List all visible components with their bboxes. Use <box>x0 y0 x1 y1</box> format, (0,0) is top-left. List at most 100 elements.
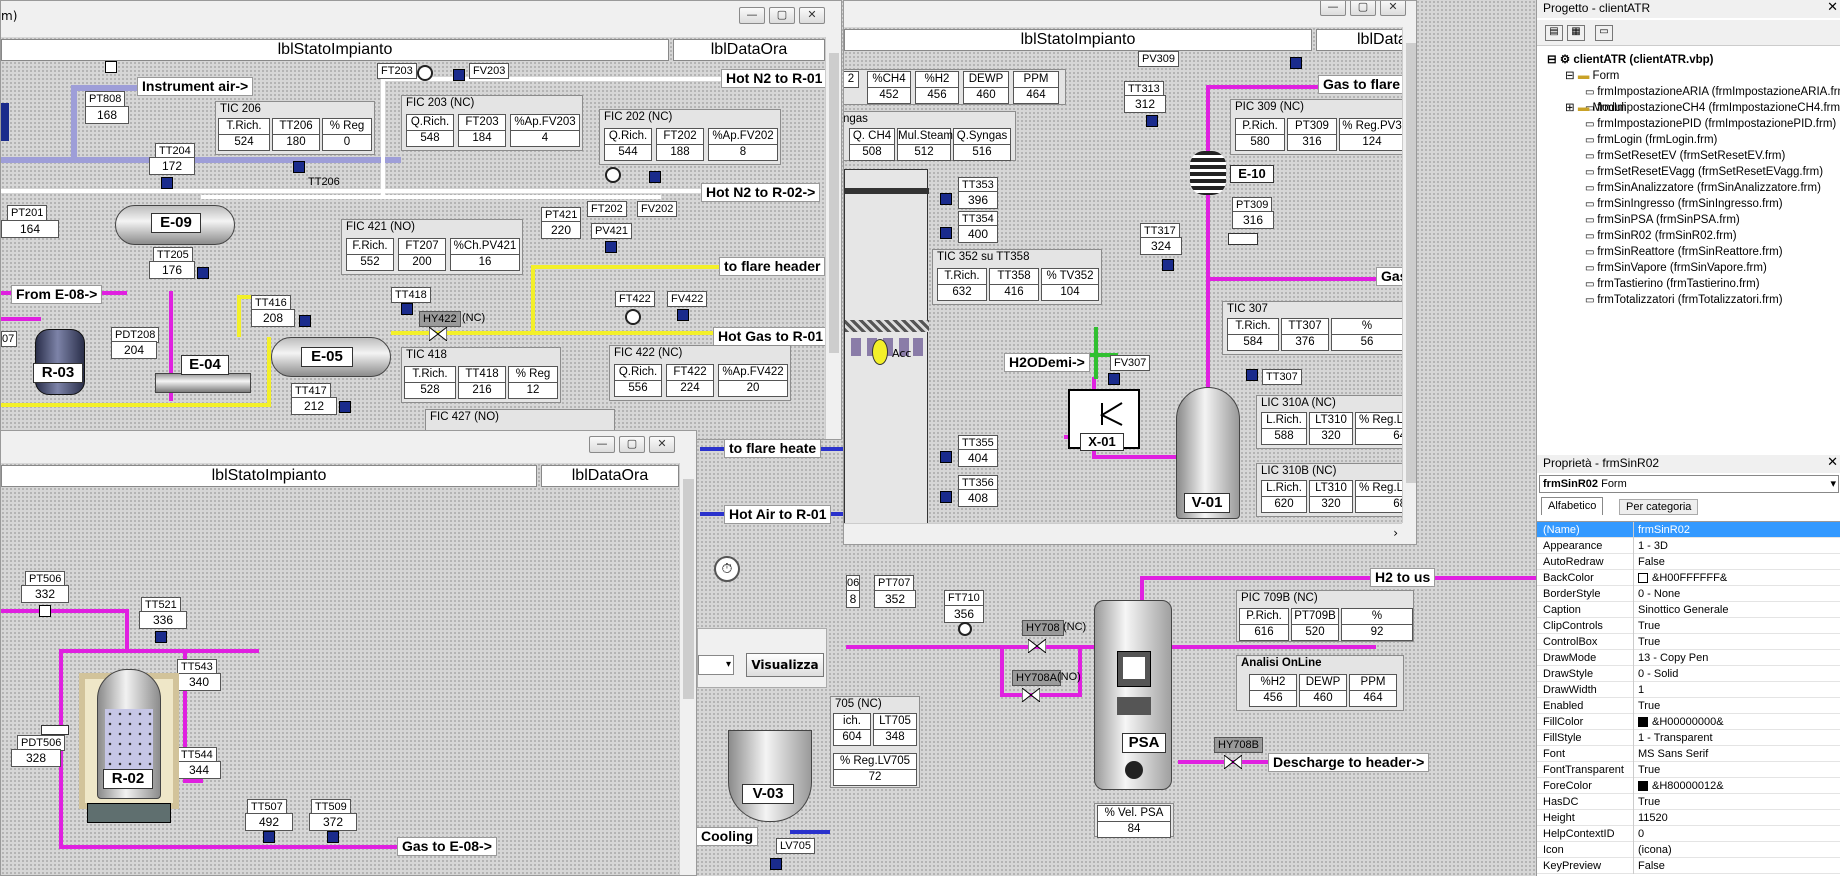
tab-per-categoria[interactable]: Per categoria <box>1619 499 1699 515</box>
property-value[interactable]: True <box>1633 634 1840 650</box>
property-value[interactable]: 1 <box>1633 682 1840 698</box>
tree-form-item[interactable]: ▭ frmSetResetEVagg (frmSetResetEVagg.frm… <box>1547 164 1840 180</box>
w3-vertical-scrollbar[interactable] <box>679 463 696 875</box>
tree-form-item[interactable]: ▭ frmSinAnalizzatore (frmSinAnalizzatore… <box>1547 180 1840 196</box>
maximize-icon[interactable]: ▢ <box>619 436 645 453</box>
property-value[interactable]: frmSinR02 <box>1633 522 1840 538</box>
hy708a-valve-icon[interactable] <box>1022 688 1040 702</box>
dropdown-arrow-icon[interactable]: ▾ <box>698 655 734 675</box>
properties-close-icon[interactable]: ✕ <box>1827 455 1838 470</box>
property-value[interactable]: True <box>1633 794 1840 810</box>
tree-form-item[interactable]: ▭ frmTotalizzatori (frmTotalizzatori.frm… <box>1547 292 1840 308</box>
tree-form-item[interactable]: ▭ frmTastierino (frmTastierino.frm) <box>1547 276 1840 292</box>
w1-vertical-scrollbar[interactable] <box>825 37 841 439</box>
project-explorer[interactable]: Progetto - clientATR ✕ ▤ ▦ ▭ ⊟ ⚙ clientA… <box>1536 0 1840 455</box>
property-value[interactable]: 0 - Solid <box>1633 666 1840 682</box>
minimize-icon[interactable]: — <box>1320 1 1346 16</box>
window-sinottico-1[interactable]: m) — ▢ ✕ lblStatoImpianto lblDataOra Ins… <box>0 0 842 440</box>
fv203-valve-icon[interactable] <box>453 69 465 81</box>
fv422-valve-icon[interactable] <box>677 309 689 321</box>
tree-form-item[interactable]: ▭ frmImpostazioneCH4 (frmImpostazioneCH4… <box>1547 100 1840 116</box>
property-value[interactable]: 1 - 3D <box>1633 538 1840 554</box>
collapse-icon[interactable]: ⊟ <box>1565 70 1578 82</box>
tree-form-item[interactable]: ▭ frmSinIngresso (frmSinIngresso.frm) <box>1547 196 1840 212</box>
property-value[interactable]: 0 - None <box>1633 586 1840 602</box>
property-value[interactable]: 0 <box>1633 826 1840 842</box>
tree-root[interactable]: ⊟ ⚙ clientATR (clientATR.vbp) <box>1547 52 1840 68</box>
chevron-down-icon[interactable]: ▾ <box>1830 478 1836 490</box>
tree-form-folder[interactable]: ⊟ ▬ Form <box>1547 68 1840 84</box>
w2-vertical-scrollbar[interactable] <box>1402 27 1416 523</box>
tree-modules-folder[interactable]: ⊞ ▬ Moduli <box>1547 100 1840 116</box>
property-row[interactable]: FillColor&H00000000& <box>1537 714 1840 730</box>
property-value[interactable]: True <box>1633 698 1840 714</box>
property-value[interactable]: True <box>1633 618 1840 634</box>
property-value[interactable]: &H00000000& <box>1633 714 1840 730</box>
scroll-right-icon[interactable]: › <box>1393 526 1398 540</box>
window-sinottico-2[interactable]: — ▢ ✕ lblStatoImpianto lblData 2 %CH4 %H… <box>843 0 1417 545</box>
view-object-icon[interactable]: ▦ <box>1567 25 1585 41</box>
property-value[interactable]: False <box>1633 858 1840 874</box>
property-value[interactable]: MS Sans Serif <box>1633 746 1840 762</box>
w2-horizontal-scrollbar[interactable]: › <box>844 523 1402 544</box>
object-selector[interactable]: frmSinR02 Form ▾ <box>1539 475 1839 493</box>
close-icon[interactable]: ✕ <box>1380 1 1406 16</box>
hy708b-valve-icon[interactable] <box>1224 755 1242 769</box>
close-icon[interactable]: ✕ <box>799 7 825 24</box>
project-close-icon[interactable]: ✕ <box>1827 0 1838 15</box>
minimize-icon[interactable]: — <box>739 7 765 24</box>
maximize-icon[interactable]: ▢ <box>769 7 795 24</box>
hy708-valve-icon[interactable] <box>1028 639 1046 653</box>
fv202-valve-icon[interactable] <box>649 171 661 183</box>
property-value[interactable]: 11520 <box>1633 810 1840 826</box>
pv309-valve-icon[interactable] <box>1290 57 1302 69</box>
property-value[interactable]: (icona) <box>1633 842 1840 858</box>
tree-form-item[interactable]: ▭ frmImpostazioneARIA (frmImpostazioneAR… <box>1547 84 1840 100</box>
property-row[interactable]: Icon(icona) <box>1537 842 1840 858</box>
view-code-icon[interactable]: ▤ <box>1545 25 1563 41</box>
property-value[interactable]: True <box>1633 762 1840 778</box>
property-value[interactable]: &H80000012& <box>1633 778 1840 794</box>
window-sinottico-3[interactable]: — ▢ ✕ lblStatoImpianto lblDataOra PT506 … <box>0 430 697 876</box>
property-row[interactable]: (Name)frmSinR02 <box>1537 522 1840 538</box>
tree-form-item[interactable]: ▭ frmSinR02 (frmSinR02.frm) <box>1547 228 1840 244</box>
stopwatch-icon[interactable]: ⏱ <box>714 556 740 582</box>
property-value[interactable]: 1 - Transparent <box>1633 730 1840 746</box>
fv307-valve-icon[interactable] <box>1108 373 1120 385</box>
collapse-icon[interactable]: ⊟ <box>1547 54 1560 66</box>
close-icon[interactable]: ✕ <box>649 436 675 453</box>
hy422-valve-icon[interactable] <box>429 327 447 341</box>
tree-form-item[interactable]: ▭ frmImpostazionePID (frmImpostazionePID… <box>1547 116 1840 132</box>
property-row[interactable]: ForeColor&H80000012& <box>1537 778 1840 794</box>
tab-alfabetico[interactable]: Alfabetico <box>1541 497 1604 515</box>
property-row[interactable]: BackColor&H00FFFFFF& <box>1537 570 1840 586</box>
toggle-folders-icon[interactable]: ▭ <box>1595 25 1613 41</box>
tree-form-item[interactable]: ▭ frmSinReattore (frmSinReattore.frm) <box>1547 244 1840 260</box>
expand-icon[interactable]: ⊞ <box>1565 102 1578 114</box>
pv421-valve-icon[interactable] <box>605 241 617 253</box>
property-value[interactable]: False <box>1633 554 1840 570</box>
property-value[interactable]: &H00FFFFFF& <box>1633 570 1840 586</box>
maximize-icon[interactable]: ▢ <box>1350 1 1376 16</box>
visualizza-button[interactable]: Visualizza <box>746 653 824 677</box>
properties-window[interactable]: Proprietà - frmSinR02 ✕ frmSinR02 Form ▾… <box>1536 455 1840 876</box>
tree-form-item[interactable]: ▭ frmLogin (frmLogin.frm) <box>1547 132 1840 148</box>
tree-form-item[interactable]: ▭ frmSinPSA (frmSinPSA.frm) <box>1547 212 1840 228</box>
